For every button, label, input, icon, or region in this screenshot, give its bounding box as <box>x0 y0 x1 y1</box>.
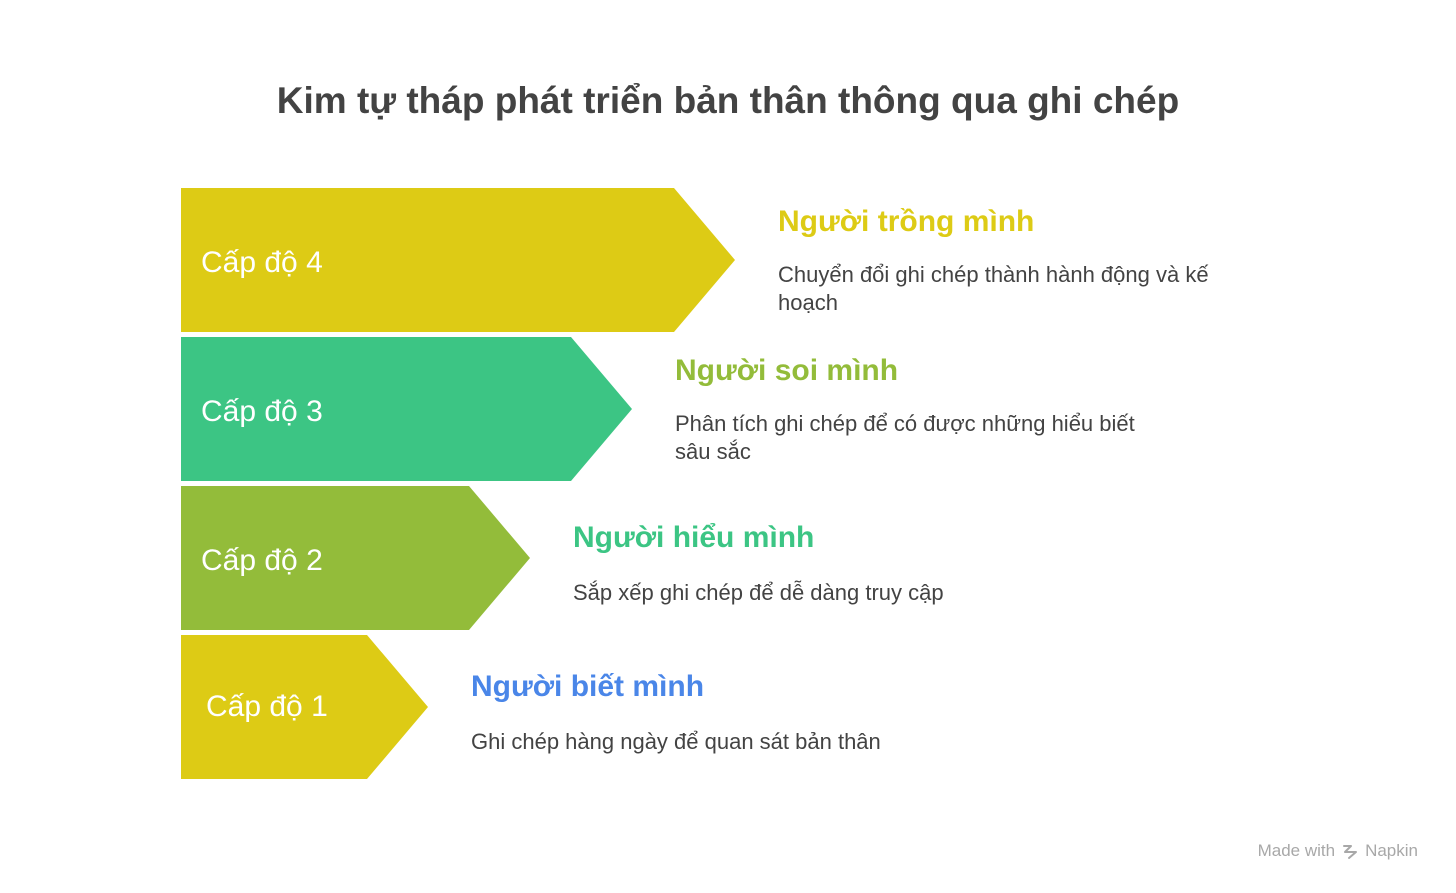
level-2-description: Người hiểu mình Sắp xếp ghi chép để dễ d… <box>573 521 1093 607</box>
diagram-title: Kim tự tháp phát triển bản thân thông qu… <box>276 80 1180 121</box>
watermark-prefix: Made with <box>1257 841 1336 860</box>
level-4-description: Người trồng mình Chuyển đổi ghi chép thà… <box>778 205 1248 317</box>
level-3-heading: Người soi mình <box>675 354 899 387</box>
napkin-logo-icon <box>1343 845 1358 859</box>
level-4-text: Chuyển đổi ghi chép thành hành động và k… <box>778 262 1209 315</box>
level-1-description: Người biết mình Ghi chép hàng ngày để qu… <box>471 670 991 756</box>
level-2-heading: Người hiểu mình <box>573 521 815 554</box>
level-3-description: Người soi mình Phân tích ghi chép để có … <box>675 354 1165 466</box>
arrow-level-3 <box>181 337 632 481</box>
level-3-text: Phân tích ghi chép để có được những hiểu… <box>675 411 1135 464</box>
level-label-3: Cấp độ 3 <box>201 395 323 428</box>
level-label-2: Cấp độ 2 <box>201 544 323 577</box>
level-1-heading: Người biết mình <box>471 670 705 703</box>
level-label-4: Cấp độ 4 <box>201 246 323 279</box>
level-4-heading: Người trồng mình <box>778 205 1035 238</box>
level-label-1: Cấp độ 1 <box>206 690 328 723</box>
arrow-level-2 <box>181 486 530 630</box>
level-2-text: Sắp xếp ghi chép để dễ dàng truy cập <box>573 580 944 605</box>
watermark: Made with Napkin <box>1258 841 1418 861</box>
arrow-level-1 <box>181 635 428 779</box>
level-1-text: Ghi chép hàng ngày để quan sát bản thân <box>471 729 881 754</box>
arrow-level-4 <box>181 188 735 332</box>
watermark-brand: Napkin <box>1365 841 1418 860</box>
